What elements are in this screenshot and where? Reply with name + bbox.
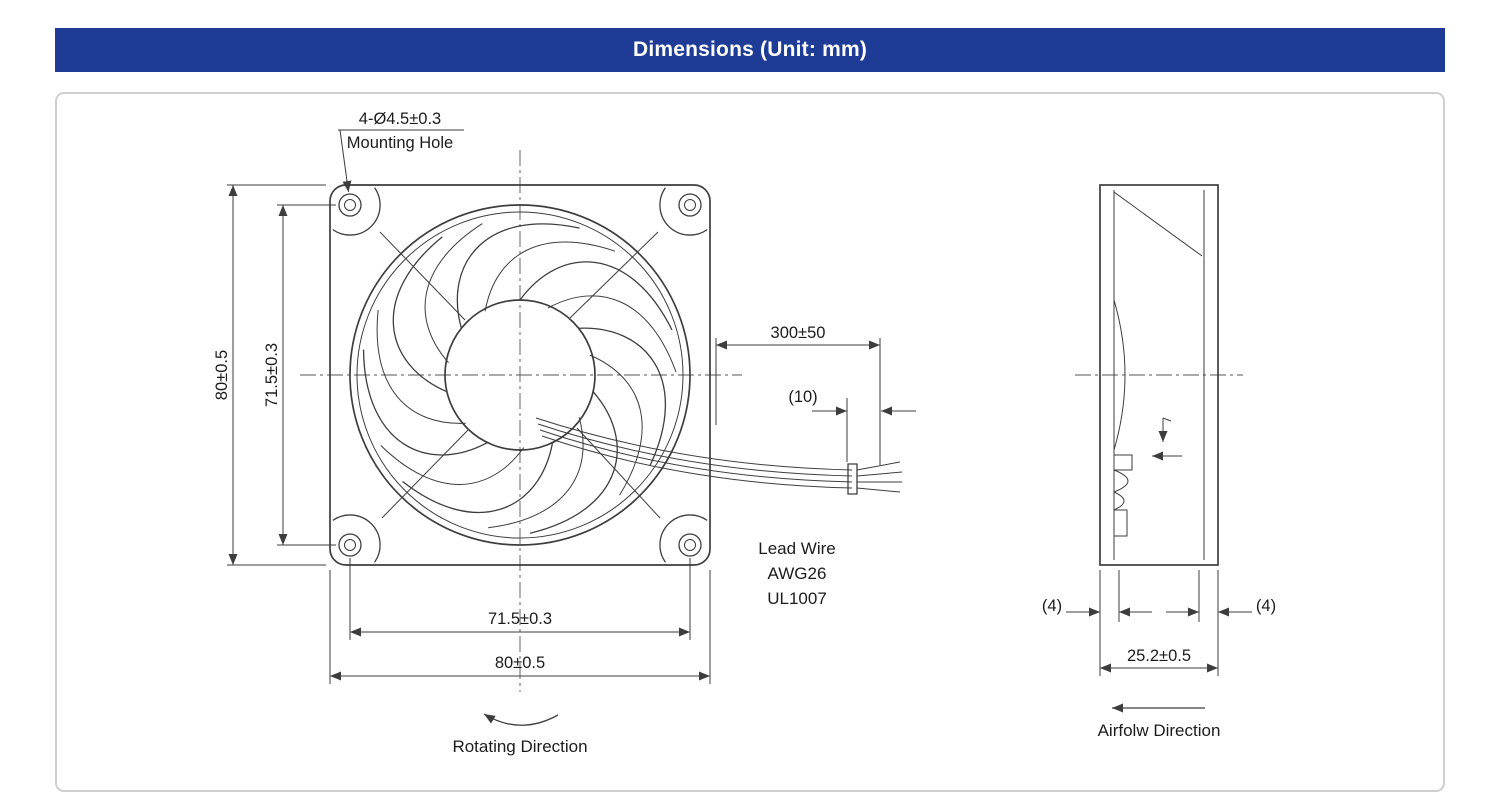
airflow-direction-label: Airfolw Direction [1098, 721, 1221, 740]
dim-lead-length-label: 300±50 [771, 324, 826, 342]
dim-width-inner-label: 71.5±0.3 [488, 610, 552, 628]
lead-wire-note-line2: AWG26 [768, 564, 827, 583]
rotating-direction-arrow-icon [483, 713, 559, 726]
mounting-hole-callout: 4-Ø4.5±0.3 Mounting Hole [338, 110, 464, 193]
dim-flange-left: (4) [1042, 570, 1152, 676]
fan-blades [362, 223, 677, 534]
dim-lead-strip-label: (10) [788, 388, 817, 406]
side-direction-marks [1152, 417, 1182, 461]
centerlines-front [300, 150, 742, 692]
page-title: Dimensions (Unit: mm) [632, 38, 868, 61]
dim-lead-strip: (10) [788, 388, 916, 462]
mounting-hole-spec: 4-Ø4.5±0.3 [359, 110, 441, 128]
frame-struts [379, 231, 661, 519]
lead-wire-note-line1: Lead Wire [758, 539, 835, 558]
dim-flange-left-label: (4) [1042, 597, 1062, 615]
fan-front-view: 4-Ø4.5±0.3 Mounting Hole 80±0.5 71.5±0.3 [213, 110, 916, 756]
dim-depth: 25.2±0.5 [1100, 647, 1218, 673]
rotating-direction: Rotating Direction [452, 713, 588, 756]
lead-wires [535, 417, 903, 495]
dim-width-outer-label: 80±0.5 [495, 654, 545, 672]
side-frame [1099, 184, 1219, 566]
fan-side-view: (4) (4) 25.2±0.5 Airfolw Direction [1042, 184, 1276, 740]
banner: Dimensions (Unit: mm) [55, 28, 1445, 72]
dim-height-inner-label: 71.5±0.3 [263, 343, 281, 407]
dim-width-outer: 80±0.5 [329, 570, 711, 684]
dim-flange-right-label: (4) [1256, 597, 1276, 615]
mounting-hole-label: Mounting Hole [347, 134, 453, 152]
dim-height-inner: 71.5±0.3 [263, 204, 336, 546]
lead-wire-note-line3: UL1007 [767, 589, 827, 608]
dim-height-outer: 80±0.5 [213, 184, 326, 566]
fan-frame [329, 184, 711, 566]
dim-flange-right: (4) [1166, 570, 1276, 676]
dim-depth-label: 25.2±0.5 [1127, 647, 1191, 665]
dim-width-inner: 71.5±0.3 [349, 558, 691, 640]
mounting-holes [338, 193, 702, 557]
dim-height-outer-label: 80±0.5 [213, 350, 231, 400]
dim-lead-length: 300±50 [715, 324, 881, 465]
lead-wire-note: Lead Wire AWG26 UL1007 [758, 539, 835, 608]
airflow-direction: Airfolw Direction [1098, 703, 1221, 740]
rotating-direction-label: Rotating Direction [452, 737, 587, 756]
